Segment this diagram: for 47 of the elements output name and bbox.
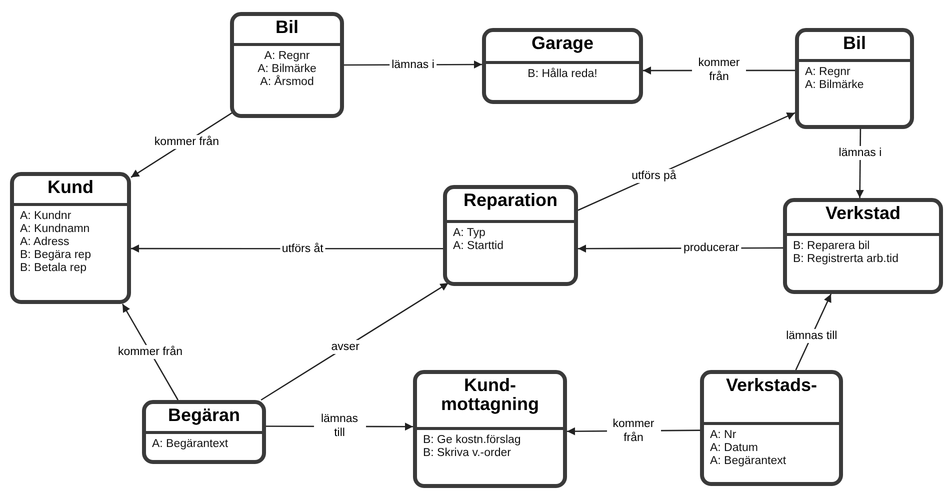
class-box — [700, 370, 843, 486]
class-name: Kund — [14, 176, 127, 206]
attribute-text: A: Nr — [710, 429, 738, 442]
class-box — [230, 12, 344, 118]
attribute-text: B: Hålla reda! — [526, 68, 598, 81]
attribute-text: B: Registrerta arb.tid — [793, 253, 900, 266]
attribute-text: A: Starttid — [453, 240, 504, 253]
class-box — [482, 28, 643, 104]
class-name: Bil — [234, 16, 340, 46]
edge-label: utförs på — [630, 169, 678, 184]
attribute-text: B: Begära rep — [20, 249, 92, 262]
edge-label: lämnas till — [784, 328, 840, 343]
attribute-text: A: Bilmärke — [805, 79, 865, 92]
attribute-text: A: Kundnr — [20, 210, 72, 223]
edge-label: lämnas i — [836, 146, 884, 160]
edge-label: producerar — [681, 241, 742, 256]
class-name: Verkstads- — [704, 374, 839, 425]
attribute-text: A: Typ — [453, 227, 486, 240]
attribute-text: B: Betala rep — [20, 262, 88, 275]
attribute-text: A: Kundnamn — [20, 223, 91, 236]
class-box — [413, 370, 567, 488]
class-box — [443, 185, 578, 286]
class-box — [10, 172, 131, 304]
attribute-text: A: Begärantext — [710, 455, 788, 468]
attribute-text: A: Begärantext — [152, 438, 230, 451]
attribute-text: B: Skriva v.-order — [423, 447, 512, 460]
class-name: Reparation — [447, 189, 574, 223]
attribute-text: A: Regnr — [263, 50, 311, 63]
arrow — [260, 282, 449, 401]
class-name: Bil — [799, 32, 910, 62]
attribute-text: A: Adress — [20, 236, 70, 249]
edge-label: avser — [329, 340, 362, 354]
class-name: Kund- mottagning — [417, 374, 563, 430]
edge-label: kommer från — [152, 134, 221, 149]
class-box — [795, 28, 914, 129]
attribute-text: A: Bilmärke — [256, 63, 318, 75]
class-box — [142, 400, 266, 464]
attribute-text: B: Reparera bil — [793, 240, 871, 253]
attribute-text: A: Regnr — [805, 66, 852, 79]
class-name: Verkstad — [787, 202, 939, 236]
attribute-text: B: Ge kostn.förslag — [423, 434, 522, 447]
class-name: Begäran — [146, 404, 262, 434]
class-box — [783, 198, 943, 294]
attribute-text: A: Årsmod — [259, 76, 315, 89]
edge-label: kommer från — [116, 345, 184, 359]
class-name: Garage — [486, 32, 639, 64]
attribute-text: A: Datum — [710, 442, 759, 455]
